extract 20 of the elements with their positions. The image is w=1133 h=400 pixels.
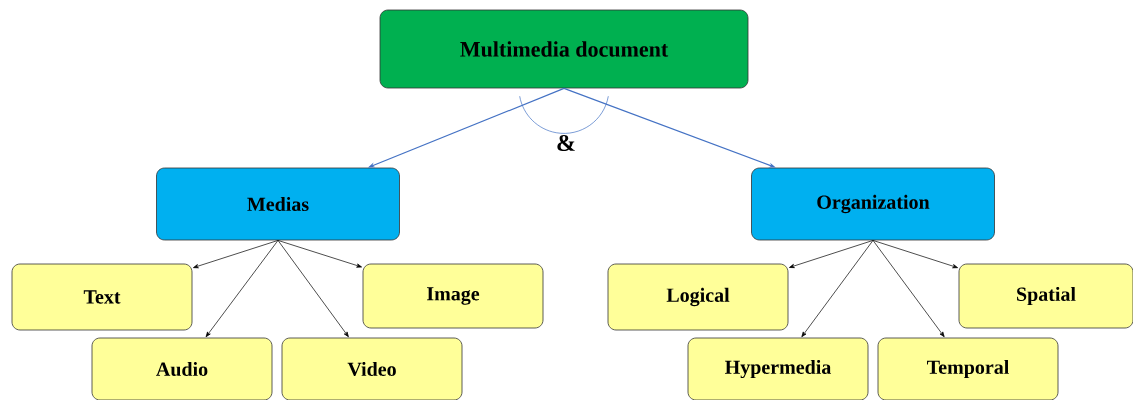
arrow bbox=[205, 240, 279, 338]
arrow bbox=[872, 240, 945, 338]
and-label: & bbox=[557, 134, 575, 152]
arrow bbox=[277, 240, 362, 268]
arrow bbox=[789, 240, 874, 268]
leaf-box: Audio bbox=[91, 337, 273, 400]
arrow bbox=[872, 240, 958, 269]
category-box: Medias bbox=[156, 167, 400, 241]
arrow bbox=[277, 240, 349, 338]
leaf-box: Logical bbox=[607, 263, 789, 331]
leaf-box: Text bbox=[11, 263, 193, 331]
category-box: Organization bbox=[751, 167, 995, 241]
leaf-box: Hypermedia bbox=[687, 337, 869, 400]
arrow bbox=[801, 240, 874, 338]
leaf-box: Image bbox=[362, 263, 544, 329]
leaf-box: Spatial bbox=[958, 263, 1133, 329]
leaf-box: Temporal bbox=[877, 337, 1059, 400]
root-box: Multimedia document bbox=[379, 9, 749, 89]
leaf-box: Video bbox=[281, 337, 463, 400]
arrow bbox=[193, 240, 279, 269]
